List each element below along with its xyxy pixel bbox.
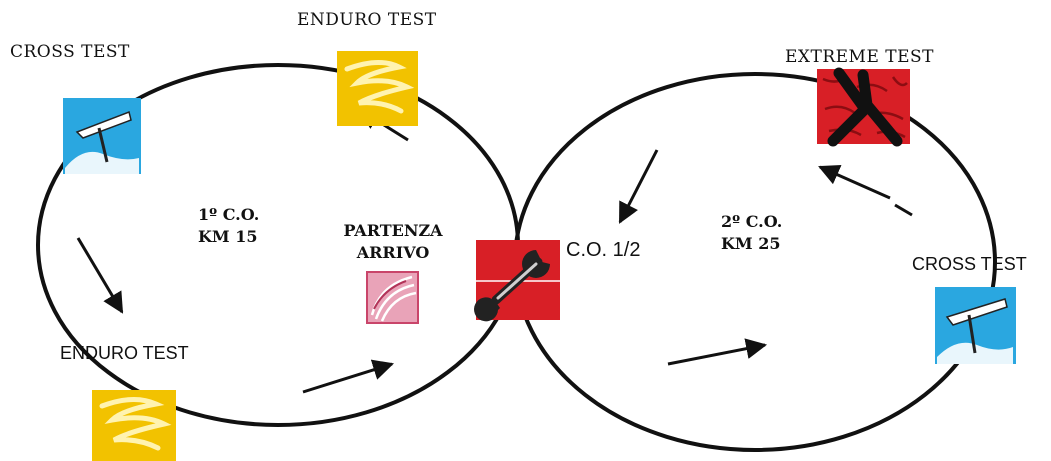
direction-arrow	[667, 338, 768, 366]
station-label-cross-test: CROSS TEST	[912, 254, 1027, 274]
service-point-label: C.O. 1/2	[566, 239, 641, 261]
finish-label: ARRIVO	[356, 243, 430, 262]
start-label: PARTENZA	[343, 221, 443, 240]
control-point-2-line2: KM 25	[721, 234, 781, 253]
direction-arrow	[302, 359, 395, 394]
control-point-2-line1: 2º C.O.	[721, 212, 783, 231]
station-label-extreme-test: EXTREME TEST	[785, 47, 935, 67]
direction-arrow	[818, 165, 891, 200]
start-finish-icon	[366, 271, 419, 324]
cross-test-icon	[935, 287, 1016, 364]
dash-segment	[894, 203, 913, 217]
wrench-icon	[474, 240, 560, 322]
station-label-enduro-test: ENDURO TEST	[297, 10, 437, 30]
extreme-test-icon	[817, 67, 910, 147]
enduro-test-icon	[337, 51, 418, 126]
control-point-1-label: 1º C.O. KM 15	[198, 204, 259, 248]
cross-test-icon	[63, 98, 141, 174]
enduro-test-icon	[92, 390, 176, 461]
start-finish-label: PARTENZA ARRIVO	[329, 220, 457, 264]
direction-arrow	[618, 149, 659, 224]
control-point-1-line2: KM 15	[198, 227, 258, 246]
control-point-1-line1: 1º C.O.	[198, 205, 260, 224]
station-label-enduro-test: ENDURO TEST	[60, 343, 189, 363]
station-label-cross-test: CROSS TEST	[10, 42, 130, 62]
direction-arrow	[76, 237, 124, 314]
control-point-2-label: 2º C.O. KM 25	[721, 211, 782, 255]
